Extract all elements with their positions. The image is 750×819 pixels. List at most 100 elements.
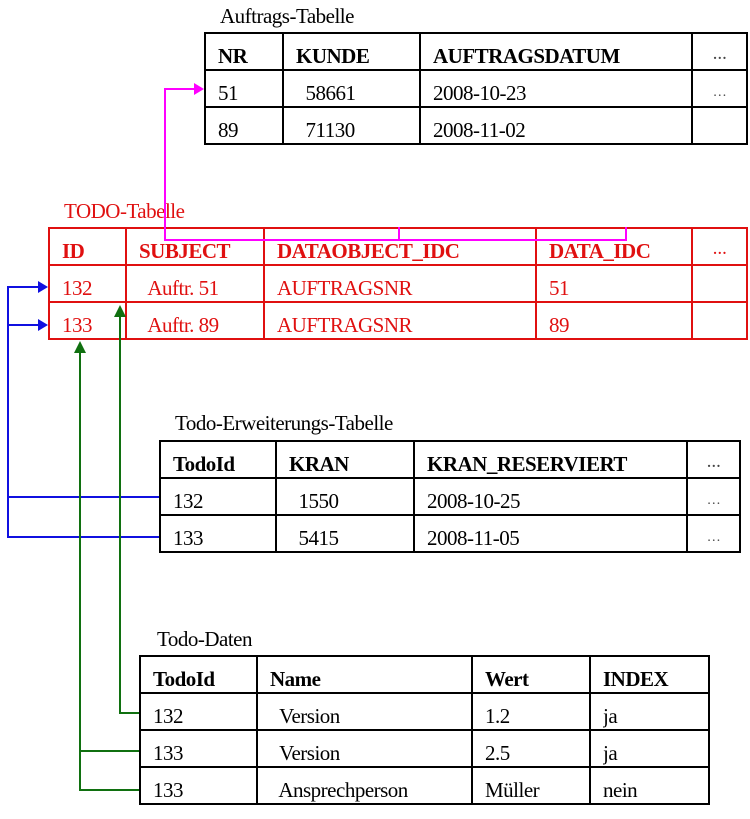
cell-text: Müller xyxy=(485,778,540,802)
cell-text: 133 xyxy=(153,741,184,765)
column-header: KRAN_RESERVIERT xyxy=(413,440,688,479)
column-header: … xyxy=(691,227,748,266)
table-cell: 133 xyxy=(139,729,258,768)
cell-text: 133 xyxy=(62,313,93,337)
table-cell: 1.2 xyxy=(471,692,591,731)
table-cell xyxy=(691,106,748,145)
table-cell: … xyxy=(686,477,741,516)
arrow-to-todo-132-green xyxy=(114,305,126,317)
cell-text: 2008-10-25 xyxy=(427,489,521,513)
cell-text: … xyxy=(712,243,727,258)
column-header: TodoId xyxy=(139,655,258,694)
cell-text: Auftr. 51 xyxy=(139,276,219,300)
table-cell: 132 xyxy=(159,477,277,516)
column-header: AUFTRAGSDATUM xyxy=(419,32,693,71)
cell-text: KRAN xyxy=(289,452,349,476)
table-cell: Müller xyxy=(471,766,591,805)
cell-text: AUFTRAGSDATUM xyxy=(433,44,620,68)
column-header: Name xyxy=(256,655,473,694)
column-header: Wert xyxy=(471,655,591,694)
cell-text: 51 xyxy=(218,81,239,105)
column-header: SUBJECT xyxy=(125,227,265,266)
table-cell: 2008-11-05 xyxy=(413,514,688,553)
table-cell: 89 xyxy=(204,106,284,145)
table-cell: 71130 xyxy=(282,106,421,145)
cell-text: 1.2 xyxy=(485,704,510,728)
cell-text: 133 xyxy=(173,526,204,550)
column-header: KUNDE xyxy=(282,32,421,71)
cell-text: NR xyxy=(218,44,248,68)
table-row: 132 Auftr. 51 AUFTRAGSNR 51 xyxy=(48,264,748,303)
table-cell: 58661 xyxy=(282,69,421,108)
cell-text: Version xyxy=(270,704,340,728)
arrow-to-todo-132 xyxy=(38,281,48,293)
cell-text: AUFTRAGSNR xyxy=(277,313,413,337)
cell-text: Version xyxy=(270,741,340,765)
cell-text: 2008-10-23 xyxy=(433,81,527,105)
arrow-to-auftrag-51 xyxy=(194,83,204,95)
cell-text: 58661 xyxy=(296,81,357,105)
table-cell: 89 xyxy=(535,301,693,340)
table-cell xyxy=(691,301,748,340)
table-row: 132 Version 1.2 ja xyxy=(139,692,710,731)
table-cell: nein xyxy=(589,766,710,805)
table-cell: Version xyxy=(256,729,473,768)
cell-text: nein xyxy=(603,778,638,802)
table-cell: 133 xyxy=(159,514,277,553)
column-header: TodoId xyxy=(159,440,277,479)
table-row: 133 Auftr. 89 AUFTRAGSNR 89 xyxy=(48,301,748,340)
column-header: KRAN xyxy=(275,440,415,479)
cell-text: 51 xyxy=(549,276,570,300)
green-connector xyxy=(79,316,139,791)
table-cell: Auftr. 89 xyxy=(125,301,265,340)
todo-erweiterungs-tabelle-title: Todo-Erweiterungs-Tabelle xyxy=(175,411,393,435)
cell-text: 132 xyxy=(62,276,93,300)
magenta-connector xyxy=(164,88,627,241)
table-cell: Version xyxy=(256,692,473,731)
table-cell: 5415 xyxy=(275,514,415,553)
table-row: 132 1550 2008-10-25 … xyxy=(159,477,741,516)
header-row: NR KUNDE AUFTRAGSDATUM … xyxy=(204,32,748,71)
table-row: 51 58661 2008-10-23 … xyxy=(204,69,748,108)
table-cell: … xyxy=(686,514,741,553)
table-cell: AUFTRAGSNR xyxy=(263,264,537,303)
table-cell: 51 xyxy=(535,264,693,303)
cell-text: SUBJECT xyxy=(139,239,231,263)
table-cell: 2.5 xyxy=(471,729,591,768)
cell-text: KRAN_RESERVIERT xyxy=(427,452,627,476)
table-cell: … xyxy=(691,69,748,108)
column-header: … xyxy=(691,32,748,71)
table-cell: 2008-11-02 xyxy=(419,106,693,145)
cell-text: AUFTRAGSNR xyxy=(277,276,413,300)
cell-text: 1550 xyxy=(289,489,340,513)
cell-text: … xyxy=(712,48,727,63)
cell-text: 133 xyxy=(153,778,184,802)
cell-text: Auftr. 89 xyxy=(139,313,219,337)
cell-text: ja xyxy=(603,704,618,728)
table-cell: 132 xyxy=(139,692,258,731)
table-cell: ja xyxy=(589,692,710,731)
table-cell: 133 xyxy=(48,301,127,340)
table-cell: 133 xyxy=(139,766,258,805)
todo-daten-title: Todo-Daten xyxy=(157,627,253,651)
cell-text: DATAOBJECT_IDC xyxy=(277,239,460,263)
blue-connector xyxy=(7,286,159,538)
auftrags-tabelle-title: Auftrags-Tabelle xyxy=(220,4,354,28)
column-header: INDEX xyxy=(589,655,710,694)
column-header: ID xyxy=(48,227,127,266)
column-header: … xyxy=(686,440,741,479)
arrow-to-todo-133-green xyxy=(74,341,86,353)
cell-text: 2.5 xyxy=(485,741,510,765)
table-cell: 2008-10-25 xyxy=(413,477,688,516)
cell-text: 89 xyxy=(549,313,570,337)
cell-text: 132 xyxy=(173,489,204,513)
cell-text: Name xyxy=(270,667,321,691)
cell-text: 132 xyxy=(153,704,184,728)
cell-text: ID xyxy=(62,239,85,263)
cell-text: 2008-11-02 xyxy=(433,118,526,142)
